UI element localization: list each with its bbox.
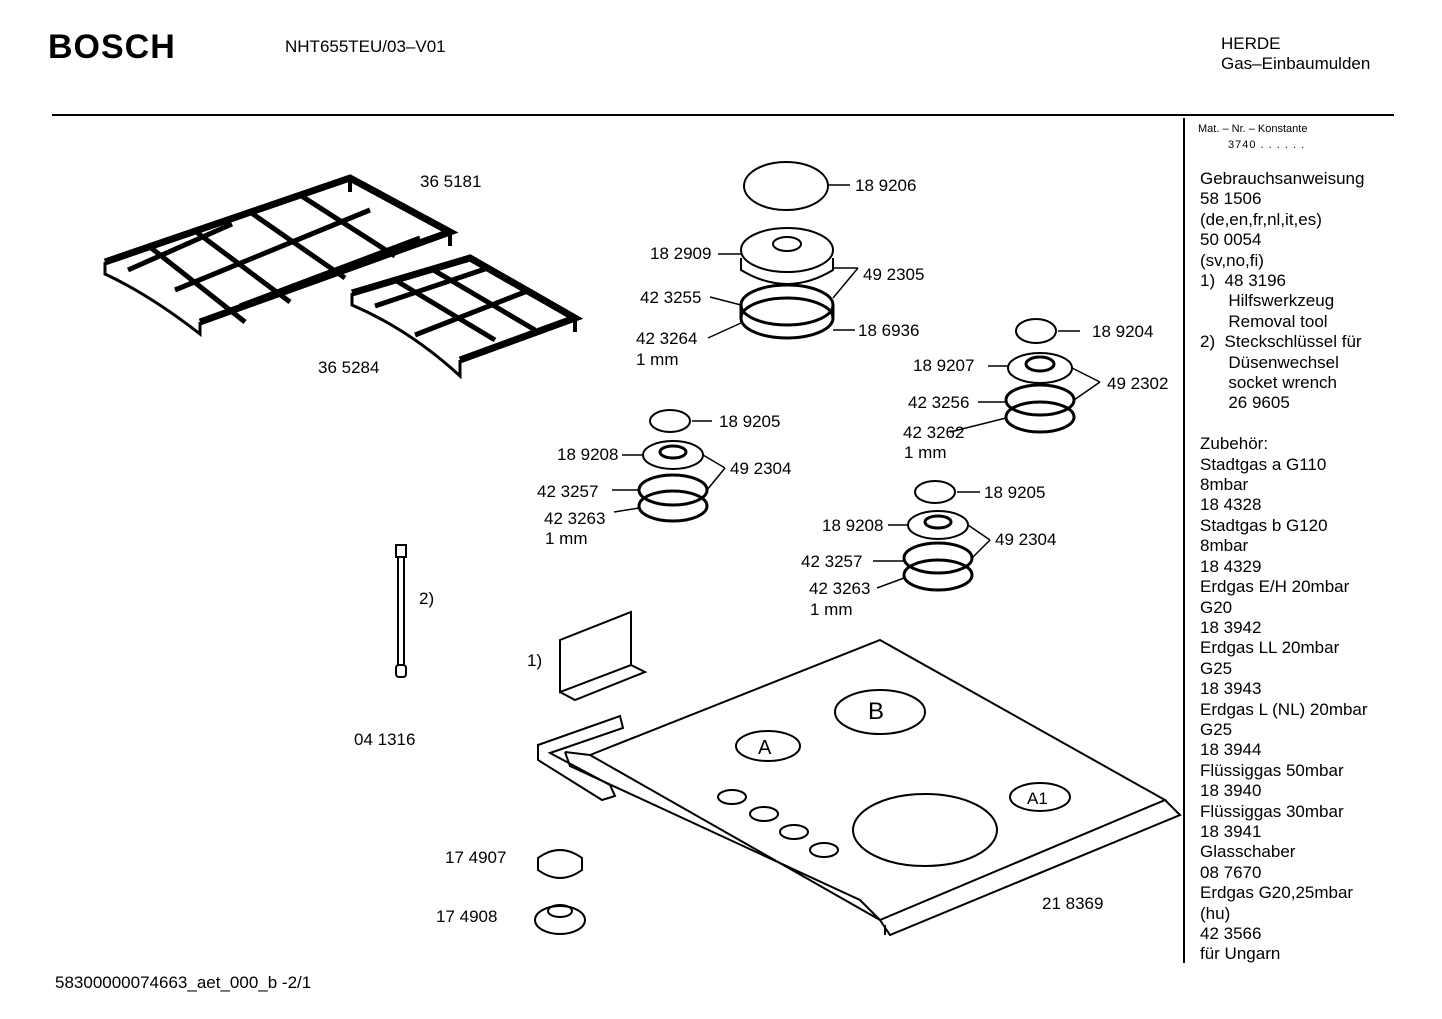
label-423264: 42 3264 — [636, 329, 698, 348]
label-365284: 36 5284 — [318, 358, 380, 377]
removal-tool — [559, 610, 648, 702]
sidebar-line: Glasschaber — [1200, 842, 1296, 862]
label-189208-b: 18 9208 — [822, 516, 884, 535]
label-492304-b: 49 2304 — [995, 530, 1057, 549]
burner-left — [637, 409, 709, 523]
sidebar-line: Erdgas G20,25mbar — [1200, 883, 1354, 903]
sidebar-line: 8mbar — [1200, 475, 1249, 495]
sidebar-line: 26 9605 — [1200, 393, 1290, 413]
sidebar-line: 18 3940 — [1200, 781, 1262, 801]
burner-b-mark: B — [868, 698, 885, 725]
knobs — [534, 849, 586, 935]
sidebar-line: Zubehör: — [1200, 434, 1269, 454]
socket-wrench — [395, 544, 407, 678]
sidebar-line: (hu) — [1200, 903, 1231, 923]
label-189208-a: 18 9208 — [557, 445, 619, 464]
label-174907: 17 4907 — [445, 848, 507, 867]
mat-value: 3740 . . . . . . — [1228, 139, 1306, 151]
sidebar-line: 1) 48 3196 — [1200, 271, 1287, 291]
label-041316: 04 1316 — [354, 730, 416, 749]
label-423257-b: 42 3257 — [801, 552, 863, 571]
sidebar-line: 18 4328 — [1200, 495, 1262, 515]
label-189205-a: 18 9205 — [719, 412, 781, 431]
label-189205-b: 18 9205 — [984, 483, 1046, 502]
model-number: NHT655TEU/03–V01 — [285, 37, 446, 56]
sidebar-line: 42 3566 — [1200, 924, 1262, 944]
label-174908: 17 4908 — [436, 907, 498, 926]
sidebar-line: Removal tool — [1200, 311, 1328, 331]
mat-label: Mat. – Nr. – Konstante — [1198, 123, 1308, 135]
label-189207: 18 9207 — [913, 356, 975, 375]
sidebar-line: Erdgas E/H 20mbar — [1200, 577, 1350, 597]
burner-a1-mark: A1 — [1027, 789, 1048, 808]
sidebar-line: Düsenwechsel — [1200, 352, 1339, 372]
burner-large — [739, 161, 835, 340]
burner-right — [1004, 318, 1076, 434]
sidebar-line: 18 4329 — [1200, 556, 1262, 576]
burner-a-mark: A — [758, 737, 772, 759]
sidebar-line: 58 1506 — [1200, 189, 1262, 209]
sidebar-line: Flüssiggas 30mbar — [1200, 801, 1344, 821]
sidebar-line: 50 0054 — [1200, 230, 1262, 250]
label-189206: 18 9206 — [855, 176, 917, 195]
brand-logo: BOSCH — [48, 28, 176, 66]
sidebar-divider — [1183, 118, 1185, 963]
label-423263-b: 42 3263 — [809, 579, 871, 598]
label-423256: 42 3256 — [908, 393, 970, 412]
sidebar-line: Erdgas LL 20mbar — [1200, 638, 1340, 658]
sidebar-line: 2) Steckschlüssel für — [1200, 332, 1362, 352]
label-423257-a: 42 3257 — [537, 482, 599, 501]
sidebar-line: Flüssiggas 50mbar — [1200, 760, 1344, 780]
label-492304-a: 49 2304 — [730, 459, 792, 478]
sidebar-line: 18 3944 — [1200, 740, 1262, 760]
sidebar-line: Stadtgas b G120 — [1200, 515, 1328, 535]
label-218369: 21 8369 — [1042, 894, 1104, 913]
pan-support-small — [350, 254, 584, 380]
sidebar-line: 18 3941 — [1200, 821, 1262, 841]
sidebar-line: Stadtgas a G110 — [1200, 454, 1327, 474]
label-423255: 42 3255 — [640, 288, 702, 307]
sidebar-line: Hilfswerkzeug — [1200, 291, 1335, 311]
label-189204: 18 9204 — [1092, 322, 1154, 341]
sidebar-line: Gebrauchsanweisung — [1200, 169, 1365, 188]
header-rule — [52, 114, 1394, 116]
sidebar-line: socket wrench — [1200, 373, 1337, 393]
label-1mm-d: 1 mm — [810, 600, 853, 619]
sidebar-line: G25 — [1200, 658, 1233, 678]
label-365181: 36 5181 — [420, 172, 482, 191]
leader-lines — [612, 184, 1101, 589]
category-title: HERDE — [1221, 34, 1281, 53]
sidebar-line: 18 3942 — [1200, 617, 1262, 637]
burner-middle — [902, 480, 974, 592]
sidebar-line: 18 3943 — [1200, 679, 1262, 699]
document-code: 58300000074663_aet_000_b -2/1 — [55, 973, 312, 992]
label-ref-1: 1) — [527, 651, 543, 670]
sidebar-line: 08 7670 — [1200, 862, 1262, 882]
sidebar-line: (de,en,fr,nl,it,es) — [1200, 209, 1322, 229]
sidebar-line: für Ungarn — [1200, 944, 1281, 964]
sidebar-line: G20 — [1200, 597, 1233, 617]
category-subtitle: Gas–Einbaumulden — [1221, 54, 1371, 73]
label-492302: 49 2302 — [1107, 374, 1169, 393]
sidebar-line: (sv,no,fi) — [1200, 250, 1264, 270]
label-1mm-b: 1 mm — [904, 443, 947, 462]
sidebar-line: Erdgas L (NL) 20mbar — [1200, 699, 1368, 719]
sidebar-line: 8mbar — [1200, 536, 1249, 556]
cooktop — [537, 638, 1182, 937]
label-1mm-a: 1 mm — [636, 350, 679, 369]
sidebar-line: G25 — [1200, 719, 1233, 739]
label-186936: 18 6936 — [858, 321, 920, 340]
label-ref-2: 2) — [419, 589, 435, 608]
label-1mm-c: 1 mm — [545, 529, 588, 548]
label-423263-a: 42 3263 — [544, 509, 606, 528]
label-492305: 49 2305 — [863, 265, 925, 284]
label-182909: 18 2909 — [650, 244, 712, 263]
pan-support-large — [103, 174, 459, 338]
label-423262: 42 3262 — [903, 423, 965, 442]
